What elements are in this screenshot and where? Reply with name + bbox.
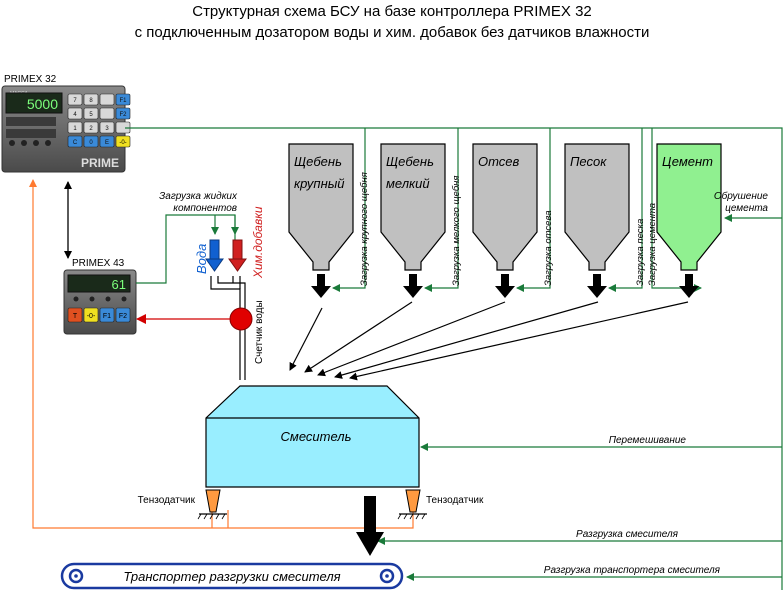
- liquid-load-label-1: Загрузка жидких: [159, 191, 238, 202]
- primex43-display: [67, 274, 131, 293]
- primex32-key[interactable]: [99, 107, 115, 120]
- primex32-key[interactable]: [83, 93, 99, 106]
- hopper-name: Песок: [570, 154, 607, 169]
- hopper-name: Щебень: [294, 154, 342, 169]
- primex43-label: PRIMEX 43: [72, 258, 125, 269]
- water-label: Вода: [194, 244, 209, 274]
- primex43-key-label: F2: [119, 313, 127, 320]
- hopper-load-label: Загрузка цемента: [647, 203, 658, 286]
- primex32-key-label: 7: [73, 98, 77, 104]
- hopper-name: Отсев: [478, 154, 520, 169]
- primex32-brand: PRIME: [81, 156, 119, 170]
- hopper-name: Цемент: [662, 154, 713, 169]
- primex32-key[interactable]: [99, 93, 115, 106]
- primex32-key[interactable]: [115, 107, 131, 120]
- hopper-name-2: крупный: [294, 176, 345, 191]
- mixer: Смеситель: [205, 385, 420, 488]
- cement-collapse-label-1: Обрушение: [714, 190, 769, 202]
- title-line-1: Структурная схема БСУ на базе контроллер…: [192, 3, 592, 20]
- primex32-key[interactable]: [67, 107, 83, 120]
- mixer-unload-label: Разгрузка смесителя: [576, 529, 679, 540]
- hopper-discharge-arrow: [679, 274, 699, 298]
- primex43-controller: 61 T -0- F1 F2: [63, 269, 137, 335]
- primex43-key-label: -0-: [87, 313, 96, 320]
- liquid-pipes: [210, 276, 246, 380]
- primex32-key-label: 1: [73, 126, 77, 132]
- title-line-2: с подключенным дозатором воды и хим. доб…: [135, 24, 650, 41]
- liquid-load-label-2: компонентов: [173, 203, 237, 214]
- hopper-discharge-arrow: [311, 274, 331, 298]
- chem-label: Хим.добавки: [251, 206, 265, 279]
- hopper-1: Щебень крупный Загрузка крупного щебня: [288, 143, 370, 298]
- primex43-key[interactable]: [99, 307, 115, 323]
- water-meter-icon: [229, 307, 253, 331]
- primex32-key-label: 3: [105, 126, 109, 132]
- primex32-key[interactable]: [67, 121, 83, 134]
- conveyor: Транспортер разгрузки смесителя: [60, 562, 404, 590]
- primex32-key[interactable]: [67, 135, 83, 148]
- load-cell-right: [397, 489, 427, 520]
- primex43-display-value: 61: [112, 277, 126, 292]
- primex32-key[interactable]: [83, 107, 99, 120]
- mixer-name: Смеситель: [281, 429, 352, 444]
- primex32-key-label: 8: [89, 98, 93, 104]
- hopper-load-label: Загрузка песка: [635, 219, 646, 286]
- conveyor-unload-label: Разгрузка транспортера смесителя: [544, 565, 721, 576]
- primex32-key-label: 0: [89, 140, 93, 146]
- chem-valve-icon: [228, 239, 247, 272]
- hopper-name: Щебень: [386, 154, 434, 169]
- hopper-discharge-arrow: [495, 274, 515, 298]
- primex32-key[interactable]: [67, 93, 83, 106]
- primex32-key[interactable]: [99, 121, 115, 134]
- load-cell-left: [197, 489, 227, 520]
- primex32-key[interactable]: [115, 135, 131, 148]
- load-cell-right-label: Тензодатчик: [426, 495, 484, 506]
- hopper-2: Щебень мелкий Загрузка мелкого щебня: [380, 143, 462, 298]
- hopper-discharge-arrow: [403, 274, 423, 298]
- mixer-discharge-arrow: [356, 496, 384, 556]
- primex32-key-label: 4: [73, 112, 77, 118]
- control-signal-lines: [125, 127, 783, 590]
- primex43-key-label: F1: [103, 313, 111, 320]
- primex32-key-label: 5: [89, 112, 93, 118]
- hopper-load-label: Загрузка крупного щебня: [359, 172, 370, 286]
- primex43-key[interactable]: [67, 307, 83, 323]
- load-cell-left-label: Тензодатчик: [138, 495, 196, 506]
- primex43-key-label: T: [73, 313, 78, 320]
- primex32-keypad: 7 8 F1 4 5 F2 1 2 3C 0 E -0-: [67, 93, 131, 148]
- mixing-label: Перемешивание: [609, 435, 687, 446]
- primex32-key-label: C: [73, 140, 78, 146]
- water-meter-label: Счетчик воды: [254, 300, 265, 364]
- primex32-display-value: 5000: [27, 96, 58, 112]
- primex32-key[interactable]: [115, 93, 131, 106]
- primex32-label: PRIMEX 32: [4, 74, 57, 85]
- primex32-key-label: E: [105, 140, 109, 146]
- primex43-key[interactable]: [115, 307, 131, 323]
- primex32-display: [5, 92, 63, 114]
- hopper-load-label: Загрузка мелкого щебня: [451, 176, 462, 286]
- primex32-key[interactable]: [99, 135, 115, 148]
- primex32-key[interactable]: [83, 121, 99, 134]
- hopper-discharge-arrow: [587, 274, 607, 298]
- primex32-key-label: F2: [119, 112, 127, 118]
- primex32-key[interactable]: [83, 135, 99, 148]
- hopper-load-label: Загрузка отсева: [543, 211, 554, 287]
- primex43-key[interactable]: [83, 307, 99, 323]
- feed-arrows: [289, 301, 689, 381]
- water-valve-icon: [205, 239, 224, 272]
- primex43-keypad: T -0- F1 F2: [67, 307, 131, 323]
- primex32-key-label: 2: [89, 126, 93, 132]
- conveyor-name: Транспортер разгрузки смесителя: [123, 569, 340, 584]
- primex32-key-label: F1: [119, 98, 127, 104]
- primex32-led: [9, 140, 15, 146]
- hopper-name-2: мелкий: [386, 176, 430, 191]
- cement-collapse-label-2: цемента: [725, 203, 768, 214]
- primex32-key-label: -0-: [119, 140, 126, 146]
